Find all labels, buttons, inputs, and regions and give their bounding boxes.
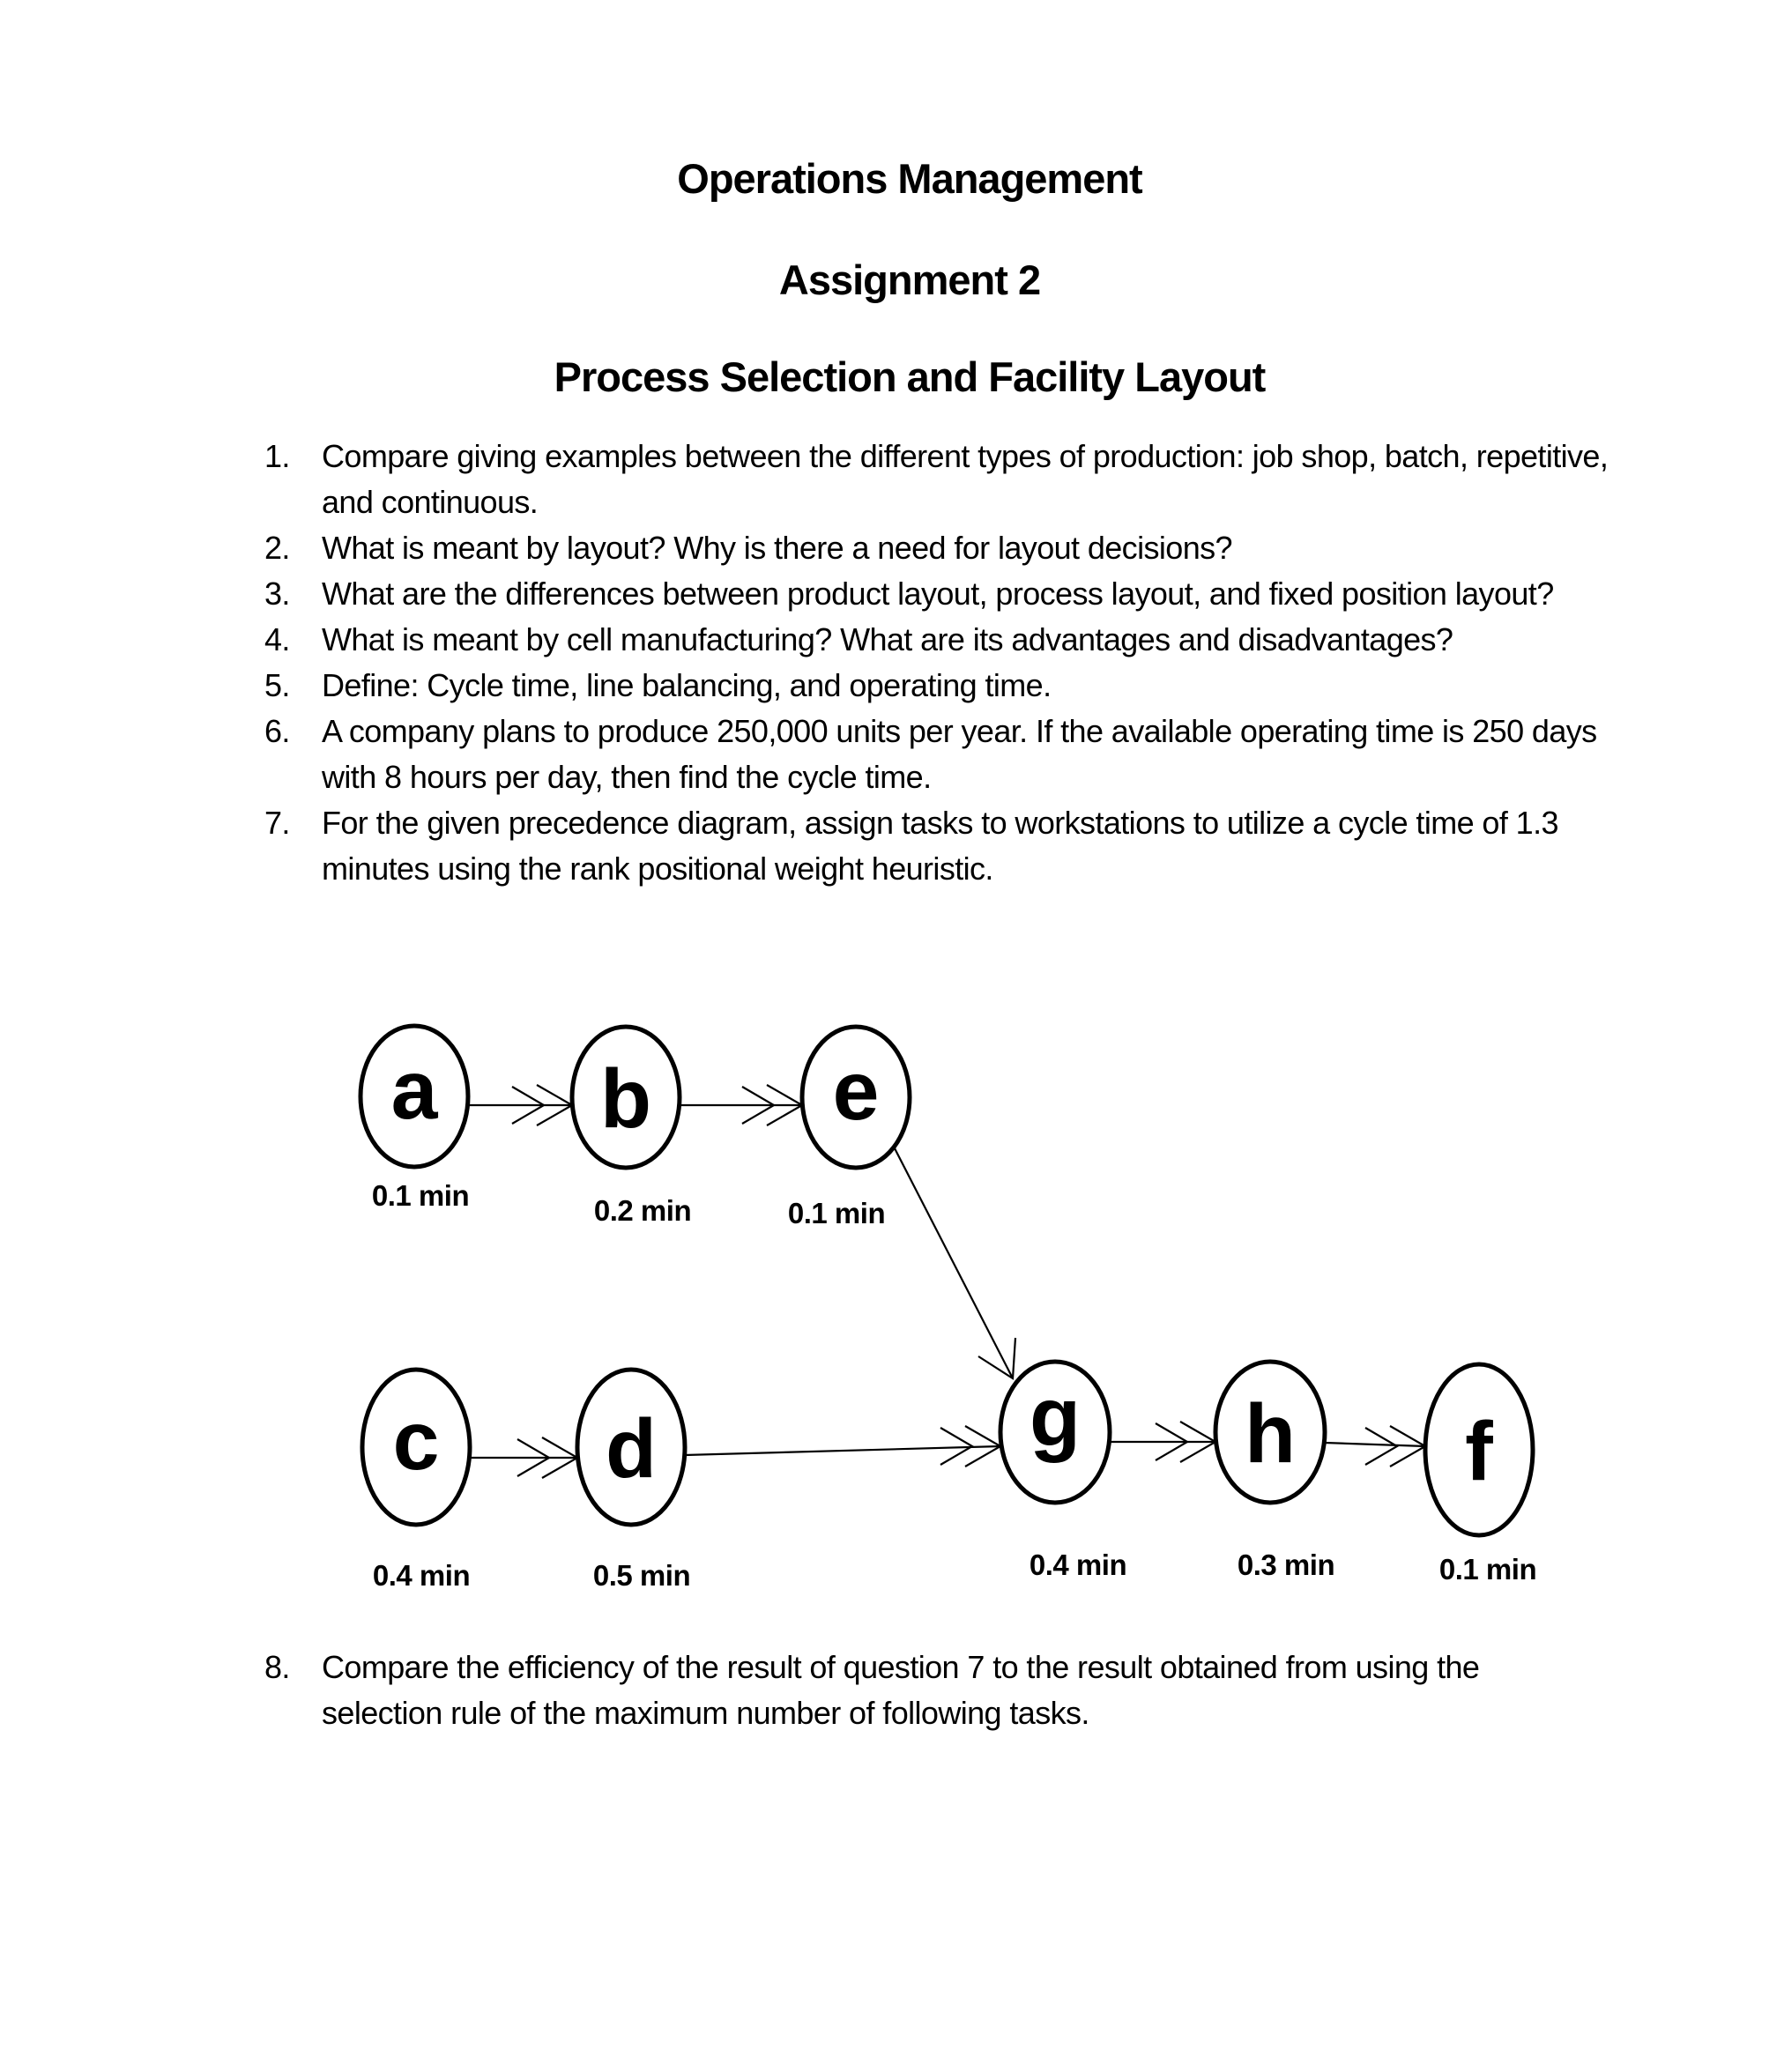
question-7-line-2: minutes using the rank positional weight… [264, 846, 1608, 892]
question-text: A company plans to produce 250,000 units… [322, 713, 1597, 749]
task-letter-a: a [391, 1043, 439, 1137]
task-letter-c: c [393, 1394, 440, 1488]
task-time-h: 0.3 min [1238, 1548, 1334, 1581]
edge-d-g [684, 1425, 1003, 1467]
edge-g-h [1110, 1421, 1218, 1463]
task-time-c: 0.4 min [373, 1559, 470, 1592]
task-node-g [998, 1359, 1112, 1505]
question-6-line-2: with 8 hours per day, then find the cycl… [264, 754, 1608, 800]
task-node-d [575, 1367, 688, 1527]
question-number: 8. [264, 1649, 290, 1685]
edge-a-b [468, 1084, 575, 1126]
question-text: For the given precedence diagram, assign… [322, 805, 1559, 841]
task-node-h [1213, 1359, 1327, 1505]
task-letter-e: e [833, 1044, 880, 1138]
question-list: 1. Compare giving examples between the d… [264, 434, 1609, 892]
question-1-line-1: 1. Compare giving examples between the d… [264, 434, 1609, 479]
question-text: Define: Cycle time, line balancing, and … [322, 667, 1052, 703]
question-number: 3. [264, 576, 290, 612]
task-letter-f: f [1465, 1405, 1493, 1498]
question-8-line-2: selection rule of the maximum number of … [264, 1690, 1479, 1736]
question-text: minutes using the rank positional weight… [322, 850, 993, 887]
question-text: selection rule of the maximum number of … [322, 1695, 1089, 1731]
question-number: 6. [264, 713, 290, 749]
question-8: 8. Compare the efficiency of the result … [264, 1645, 1480, 1736]
question-7-line-1: 7. For the given precedence diagram, ass… [264, 800, 1608, 846]
question-6-line-1: 6. A company plans to produce 250,000 un… [264, 709, 1608, 754]
question-text: What is meant by layout? Why is there a … [322, 530, 1233, 566]
task-node-b [569, 1024, 682, 1170]
task-node-c [360, 1367, 472, 1527]
task-time-g: 0.4 min [1030, 1548, 1126, 1581]
question-number: 4. [264, 621, 290, 657]
question-number: 7. [264, 805, 290, 841]
task-node-f [1423, 1362, 1535, 1538]
question-5: 5. Define: Cycle time, line balancing, a… [264, 663, 1608, 709]
edge-e-g [894, 1147, 1017, 1380]
task-node-a [358, 1023, 471, 1170]
task-letter-b: b [600, 1052, 651, 1146]
question-text: with 8 hours per day, then find the cycl… [322, 759, 932, 795]
document-title: Operations Management [677, 155, 1142, 202]
task-letter-h: h [1245, 1387, 1296, 1481]
question-number: 2. [264, 530, 290, 566]
task-node-e [799, 1024, 912, 1170]
edge-b-e [680, 1084, 805, 1126]
question-2: 2. What is meant by layout? Why is there… [264, 525, 1608, 571]
question-8-line-1: 8. Compare the efficiency of the result … [264, 1645, 1480, 1690]
edge-h-f [1324, 1425, 1428, 1467]
question-1-line-2: and continuous. [264, 479, 1608, 525]
task-time-e: 0.1 min [788, 1197, 885, 1229]
question-text: Compare the efficiency of the result of … [322, 1649, 1480, 1685]
question-4: 4. What is meant by cell manufacturing? … [264, 617, 1608, 663]
question-number: 1. [264, 438, 290, 474]
question-3: 3. What are the differences between prod… [264, 571, 1608, 617]
task-letter-g: g [1030, 1370, 1081, 1464]
edge-c-d [470, 1437, 580, 1479]
task-time-b: 0.2 min [594, 1194, 691, 1227]
task-time-a: 0.1 min [372, 1179, 469, 1212]
assignment-subtitle: Assignment 2 [778, 256, 1041, 303]
question-number-spacer [264, 1690, 322, 1736]
task-letter-d: d [606, 1402, 657, 1496]
question-number: 5. [264, 667, 290, 703]
task-time-d: 0.5 min [593, 1559, 690, 1592]
task-time-f: 0.1 min [1439, 1553, 1536, 1586]
question-text: What are the differences between product… [322, 576, 1554, 612]
question-text: What is meant by cell manufacturing? Wha… [322, 621, 1453, 657]
section-title: Process Selection and Facility Layout [554, 353, 1267, 400]
question-text: Compare giving examples between the diff… [322, 438, 1609, 474]
question-text: and continuous. [322, 484, 539, 520]
